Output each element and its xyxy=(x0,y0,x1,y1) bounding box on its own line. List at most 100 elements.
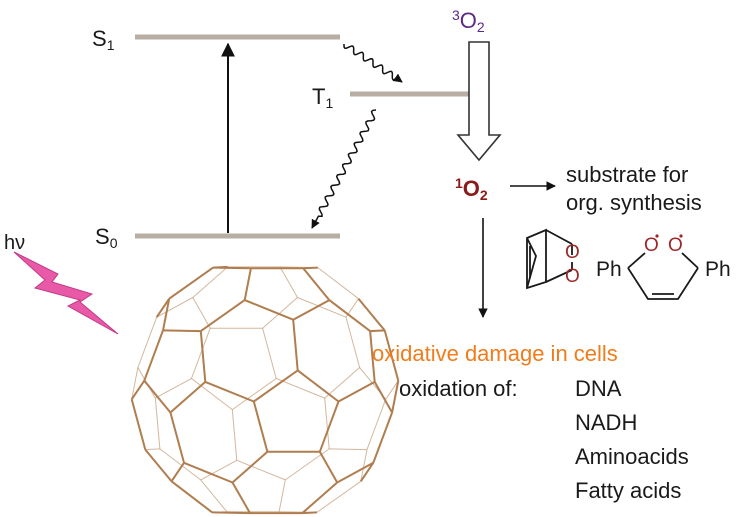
fullerene-bond xyxy=(231,409,238,461)
fullerene-bond xyxy=(155,378,192,399)
fullerene-bond xyxy=(131,367,139,400)
fullerene-bond xyxy=(159,448,202,481)
fullerene-bond xyxy=(324,398,330,449)
fullerene-bond xyxy=(301,481,338,514)
fullerene-c60-structure xyxy=(130,265,400,515)
lightning-bolt-icon xyxy=(13,251,119,335)
fullerene-bond xyxy=(236,459,286,481)
t1-label: T1 xyxy=(312,84,334,111)
fullerene-bond xyxy=(253,369,299,403)
isc-wavy-arrow xyxy=(343,44,403,83)
endoperoxide-o-top: O xyxy=(565,242,580,263)
fullerene-bond xyxy=(137,317,158,368)
radical-dot xyxy=(655,234,659,238)
bicyclic-endoperoxide-structure xyxy=(526,228,573,290)
target-nadh: NADH xyxy=(575,410,638,435)
fullerene-bond xyxy=(232,378,277,411)
fullerene-bond xyxy=(391,380,400,413)
fullerene-bond xyxy=(297,297,347,318)
fullerene-bond xyxy=(328,299,371,332)
fullerene-bond xyxy=(357,298,386,332)
target-fatty-acids: Fatty acids xyxy=(575,478,682,503)
fullerene-bond xyxy=(144,448,173,482)
fullerene-bond xyxy=(204,380,255,403)
fullerene-bond xyxy=(200,459,238,481)
oxidation-of-label: oxidation of: xyxy=(399,376,518,401)
fullerene-bond xyxy=(292,319,299,371)
fullerene-bond xyxy=(191,378,233,410)
s1-label: S1 xyxy=(92,26,115,53)
fullerene-bond xyxy=(145,448,160,451)
fullerene-bond xyxy=(279,511,317,513)
target-aminoacids: Aminoacids xyxy=(575,444,689,469)
dioxine-ring-structure xyxy=(627,252,699,300)
substrate-line-1: substrate for xyxy=(566,162,689,187)
fullerene-bond xyxy=(360,449,368,482)
fullerene-bond xyxy=(252,401,269,453)
fullerene-bond xyxy=(130,380,146,400)
fullerene-bond xyxy=(169,412,185,464)
fullerene-bond xyxy=(292,299,330,321)
dioxine-o-left: O xyxy=(644,235,659,256)
fullerene-bond xyxy=(212,511,227,513)
triplet-oxygen-label: 3O2 xyxy=(452,7,485,35)
fullerene-bond xyxy=(276,378,325,399)
fullerene-bond xyxy=(243,268,252,301)
dioxine-o-right: O xyxy=(668,235,683,256)
hv-label: hν xyxy=(4,232,26,254)
fullerene-bond xyxy=(285,448,330,481)
fullerene-bond xyxy=(162,298,171,331)
fullerene-bond xyxy=(302,267,331,301)
fullerene-bond xyxy=(366,399,387,450)
fullerene-bond xyxy=(318,401,340,453)
fullerene-bond xyxy=(231,451,269,484)
fullerene-bond xyxy=(324,367,360,399)
radical-dot xyxy=(679,234,683,238)
fullerene-bond xyxy=(345,317,361,368)
fullerene-bond xyxy=(262,297,298,329)
phenyl-right-label: Ph xyxy=(705,258,731,281)
target-dna: DNA xyxy=(575,376,622,401)
phosphorescence-wavy-arrow xyxy=(311,109,377,229)
fullerene-bond xyxy=(359,462,375,482)
fullerene-bond xyxy=(370,329,385,333)
fullerene-bond xyxy=(369,331,376,382)
fullerene-bond xyxy=(199,331,207,382)
fullerene-bond xyxy=(373,381,393,413)
fullerene-bond xyxy=(385,380,399,400)
fullerene-bond xyxy=(154,398,161,449)
fullerene-bond xyxy=(213,266,251,270)
fullerene-bond xyxy=(192,297,211,329)
fullerene-bond xyxy=(317,267,359,300)
fullerene-bond xyxy=(162,329,201,333)
fullerene-bond xyxy=(156,297,194,318)
fullerene-bond xyxy=(383,330,400,381)
fullerene-bond xyxy=(137,367,156,399)
fullerene-bond xyxy=(303,266,318,270)
fullerene-bond xyxy=(200,479,228,513)
fullerene-bond xyxy=(169,381,206,414)
damage-title: oxidative damage in cells xyxy=(372,341,618,366)
fullerene-bond xyxy=(262,328,277,379)
substrate-line-2: org. synthesis xyxy=(566,190,702,215)
s0-label: S0 xyxy=(95,224,118,251)
fullerene-bond xyxy=(192,266,229,298)
fullerene-bond xyxy=(318,451,339,483)
fullerene-bond xyxy=(155,298,171,318)
phenyl-left-label: Ph xyxy=(596,258,622,281)
singlet-oxygen-label: 1O2 xyxy=(455,175,488,203)
fullerene-bond xyxy=(329,448,368,451)
fullerene-bond xyxy=(316,480,362,513)
fullerene-bond xyxy=(191,328,211,379)
fullerene-bond xyxy=(200,299,246,332)
fullerene-bond xyxy=(372,412,394,464)
fullerene-bond xyxy=(183,461,233,484)
fullerene-bond xyxy=(279,266,298,298)
fullerene-bond xyxy=(278,479,286,512)
fullerene-bond xyxy=(297,369,340,403)
energy-transfer-arrow xyxy=(456,41,502,162)
fullerene-bond xyxy=(170,480,213,514)
fullerene-bond xyxy=(231,482,251,514)
fullerene-bond xyxy=(336,461,374,484)
